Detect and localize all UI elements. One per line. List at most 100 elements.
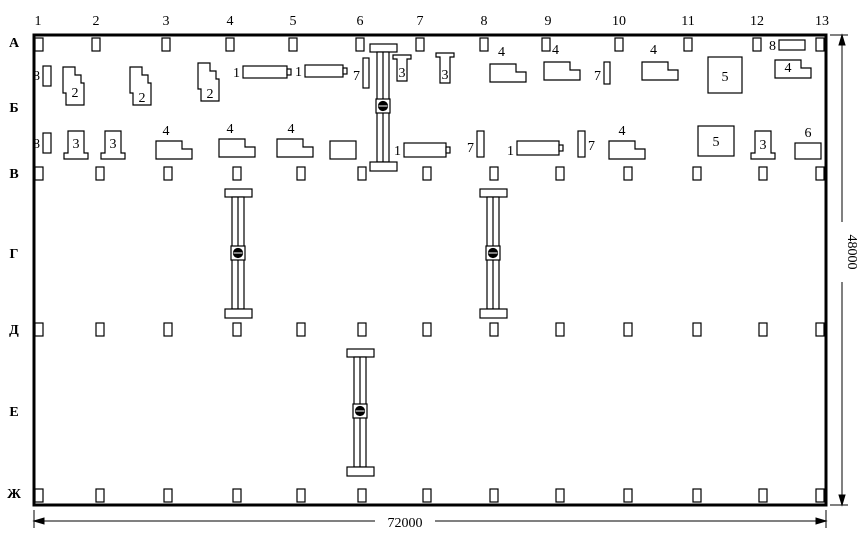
column-support: [479, 37, 489, 52]
crane-4: [346, 348, 375, 477]
row-label: Г: [10, 247, 19, 262]
machine-7: [577, 130, 586, 158]
column-support: [225, 37, 235, 52]
column-support: [95, 166, 105, 181]
column-support: [692, 488, 702, 503]
equipment-label: 4: [552, 43, 559, 58]
machine-box: [329, 140, 357, 160]
column-support: [489, 488, 499, 503]
crane-2: [224, 188, 253, 319]
column-label: 10: [612, 14, 626, 29]
machine-2: [129, 66, 152, 106]
equipment-label: 3: [760, 138, 767, 153]
row-label: В: [9, 167, 18, 182]
equipment-label: 3: [442, 68, 449, 83]
column-support: [758, 322, 768, 337]
equipment-label: 7: [467, 141, 474, 156]
machine-2: [62, 66, 85, 106]
column-support: [355, 37, 365, 52]
row-label: А: [9, 36, 20, 51]
machine-3: [63, 130, 89, 160]
machine-4: [543, 61, 581, 81]
column-support: [489, 322, 499, 337]
equipment-label: 1: [394, 144, 401, 159]
column-label: 2: [93, 14, 100, 29]
row-axis-labels: А Б В Г Д Е Ж: [7, 36, 21, 502]
crane-3: [479, 188, 508, 319]
machine-7: [362, 57, 370, 89]
building-outline: [32, 33, 828, 507]
equipment-label: 8: [33, 69, 40, 84]
column-support: [163, 488, 173, 503]
machine-7: [476, 130, 485, 158]
machine-1: [403, 142, 447, 158]
equipment-label: 4: [619, 124, 626, 139]
column-support: [357, 322, 367, 337]
row-label: Ж: [7, 487, 21, 502]
row-label: Б: [9, 101, 18, 116]
machine-6: [794, 142, 822, 160]
machine-3: [435, 52, 455, 84]
column-support: [623, 488, 633, 503]
equipment-label: 3: [73, 137, 80, 152]
equipment-label: 4: [227, 122, 234, 137]
machine-3: [750, 130, 776, 160]
equipment-label: 2: [72, 86, 79, 101]
equipment-label: 2: [207, 87, 214, 102]
cranes: [224, 43, 508, 477]
column-label: 13: [815, 14, 829, 29]
machine-4: [276, 138, 314, 158]
column-label: 5: [290, 14, 297, 29]
column-support: [623, 322, 633, 337]
equipment-label: 4: [498, 45, 505, 60]
row-label: Д: [9, 323, 19, 338]
equipment-row-upper: [42, 39, 812, 106]
machine-4: [489, 63, 527, 83]
column-support: [489, 166, 499, 181]
machine-8: [778, 39, 806, 51]
equipment-label: 7: [353, 69, 360, 84]
column-support: [296, 488, 306, 503]
width-dimension-label: 72000: [388, 516, 423, 531]
height-dimension-label: 48000: [844, 235, 859, 270]
column-label: 6: [357, 14, 364, 29]
column-label: 11: [681, 14, 694, 29]
equipment-label: 3: [110, 137, 117, 152]
machine-2: [197, 62, 220, 102]
column-label: 7: [417, 14, 424, 29]
height-dimension: [830, 33, 848, 507]
column-support: [232, 488, 242, 503]
equipment-label: 4: [163, 124, 170, 139]
column-support: [34, 322, 44, 337]
column-support: [422, 488, 432, 503]
column-support: [422, 166, 432, 181]
row-label: Е: [9, 405, 18, 420]
column-support: [95, 488, 105, 503]
equipment-label: 7: [594, 69, 601, 84]
column-support: [95, 322, 105, 337]
machine-8: [42, 132, 52, 154]
machine-3: [392, 54, 412, 82]
column-support: [232, 166, 242, 181]
width-dimension: [32, 510, 828, 528]
equipment-label: 4: [650, 43, 657, 58]
machine-8: [42, 65, 52, 87]
column-support: [815, 488, 825, 503]
column-label: 8: [481, 14, 488, 29]
column-support: [758, 488, 768, 503]
equipment-label: 1: [233, 66, 240, 81]
column-support: [163, 166, 173, 181]
machine-4: [774, 59, 812, 79]
column-label: 1: [35, 14, 42, 29]
machine-5: [697, 125, 735, 157]
column-support: [34, 37, 44, 52]
machine-7: [603, 61, 611, 85]
equipment-row-lower: [42, 125, 822, 160]
column-support: [357, 488, 367, 503]
machine-5: [707, 56, 743, 94]
equipment-label: 7: [588, 139, 595, 154]
column-label: 3: [163, 14, 170, 29]
column-support: [683, 37, 693, 52]
equipment-label: 6: [805, 126, 812, 141]
